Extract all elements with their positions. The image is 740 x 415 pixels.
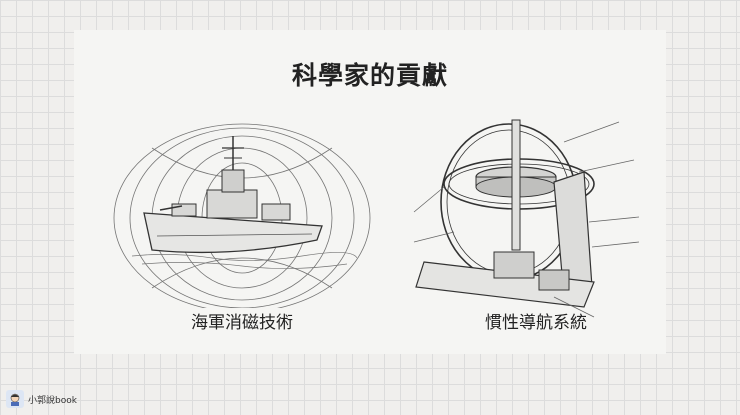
gyroscope-illustration — [413, 119, 640, 318]
slide-title: 科學家的貢獻 — [291, 61, 448, 90]
footer-brand: 小郭說book — [6, 390, 77, 408]
caption-degaussing: 海軍消磁技術 — [191, 313, 293, 333]
caption-inertial-navigation: 慣性導航系統 — [485, 313, 587, 333]
cartoon-avatar-icon — [6, 390, 24, 408]
brand-label: 小郭說book — [28, 395, 77, 406]
slide-card: 科學家的貢獻 — [74, 30, 666, 354]
warship-illustration — [113, 123, 371, 308]
